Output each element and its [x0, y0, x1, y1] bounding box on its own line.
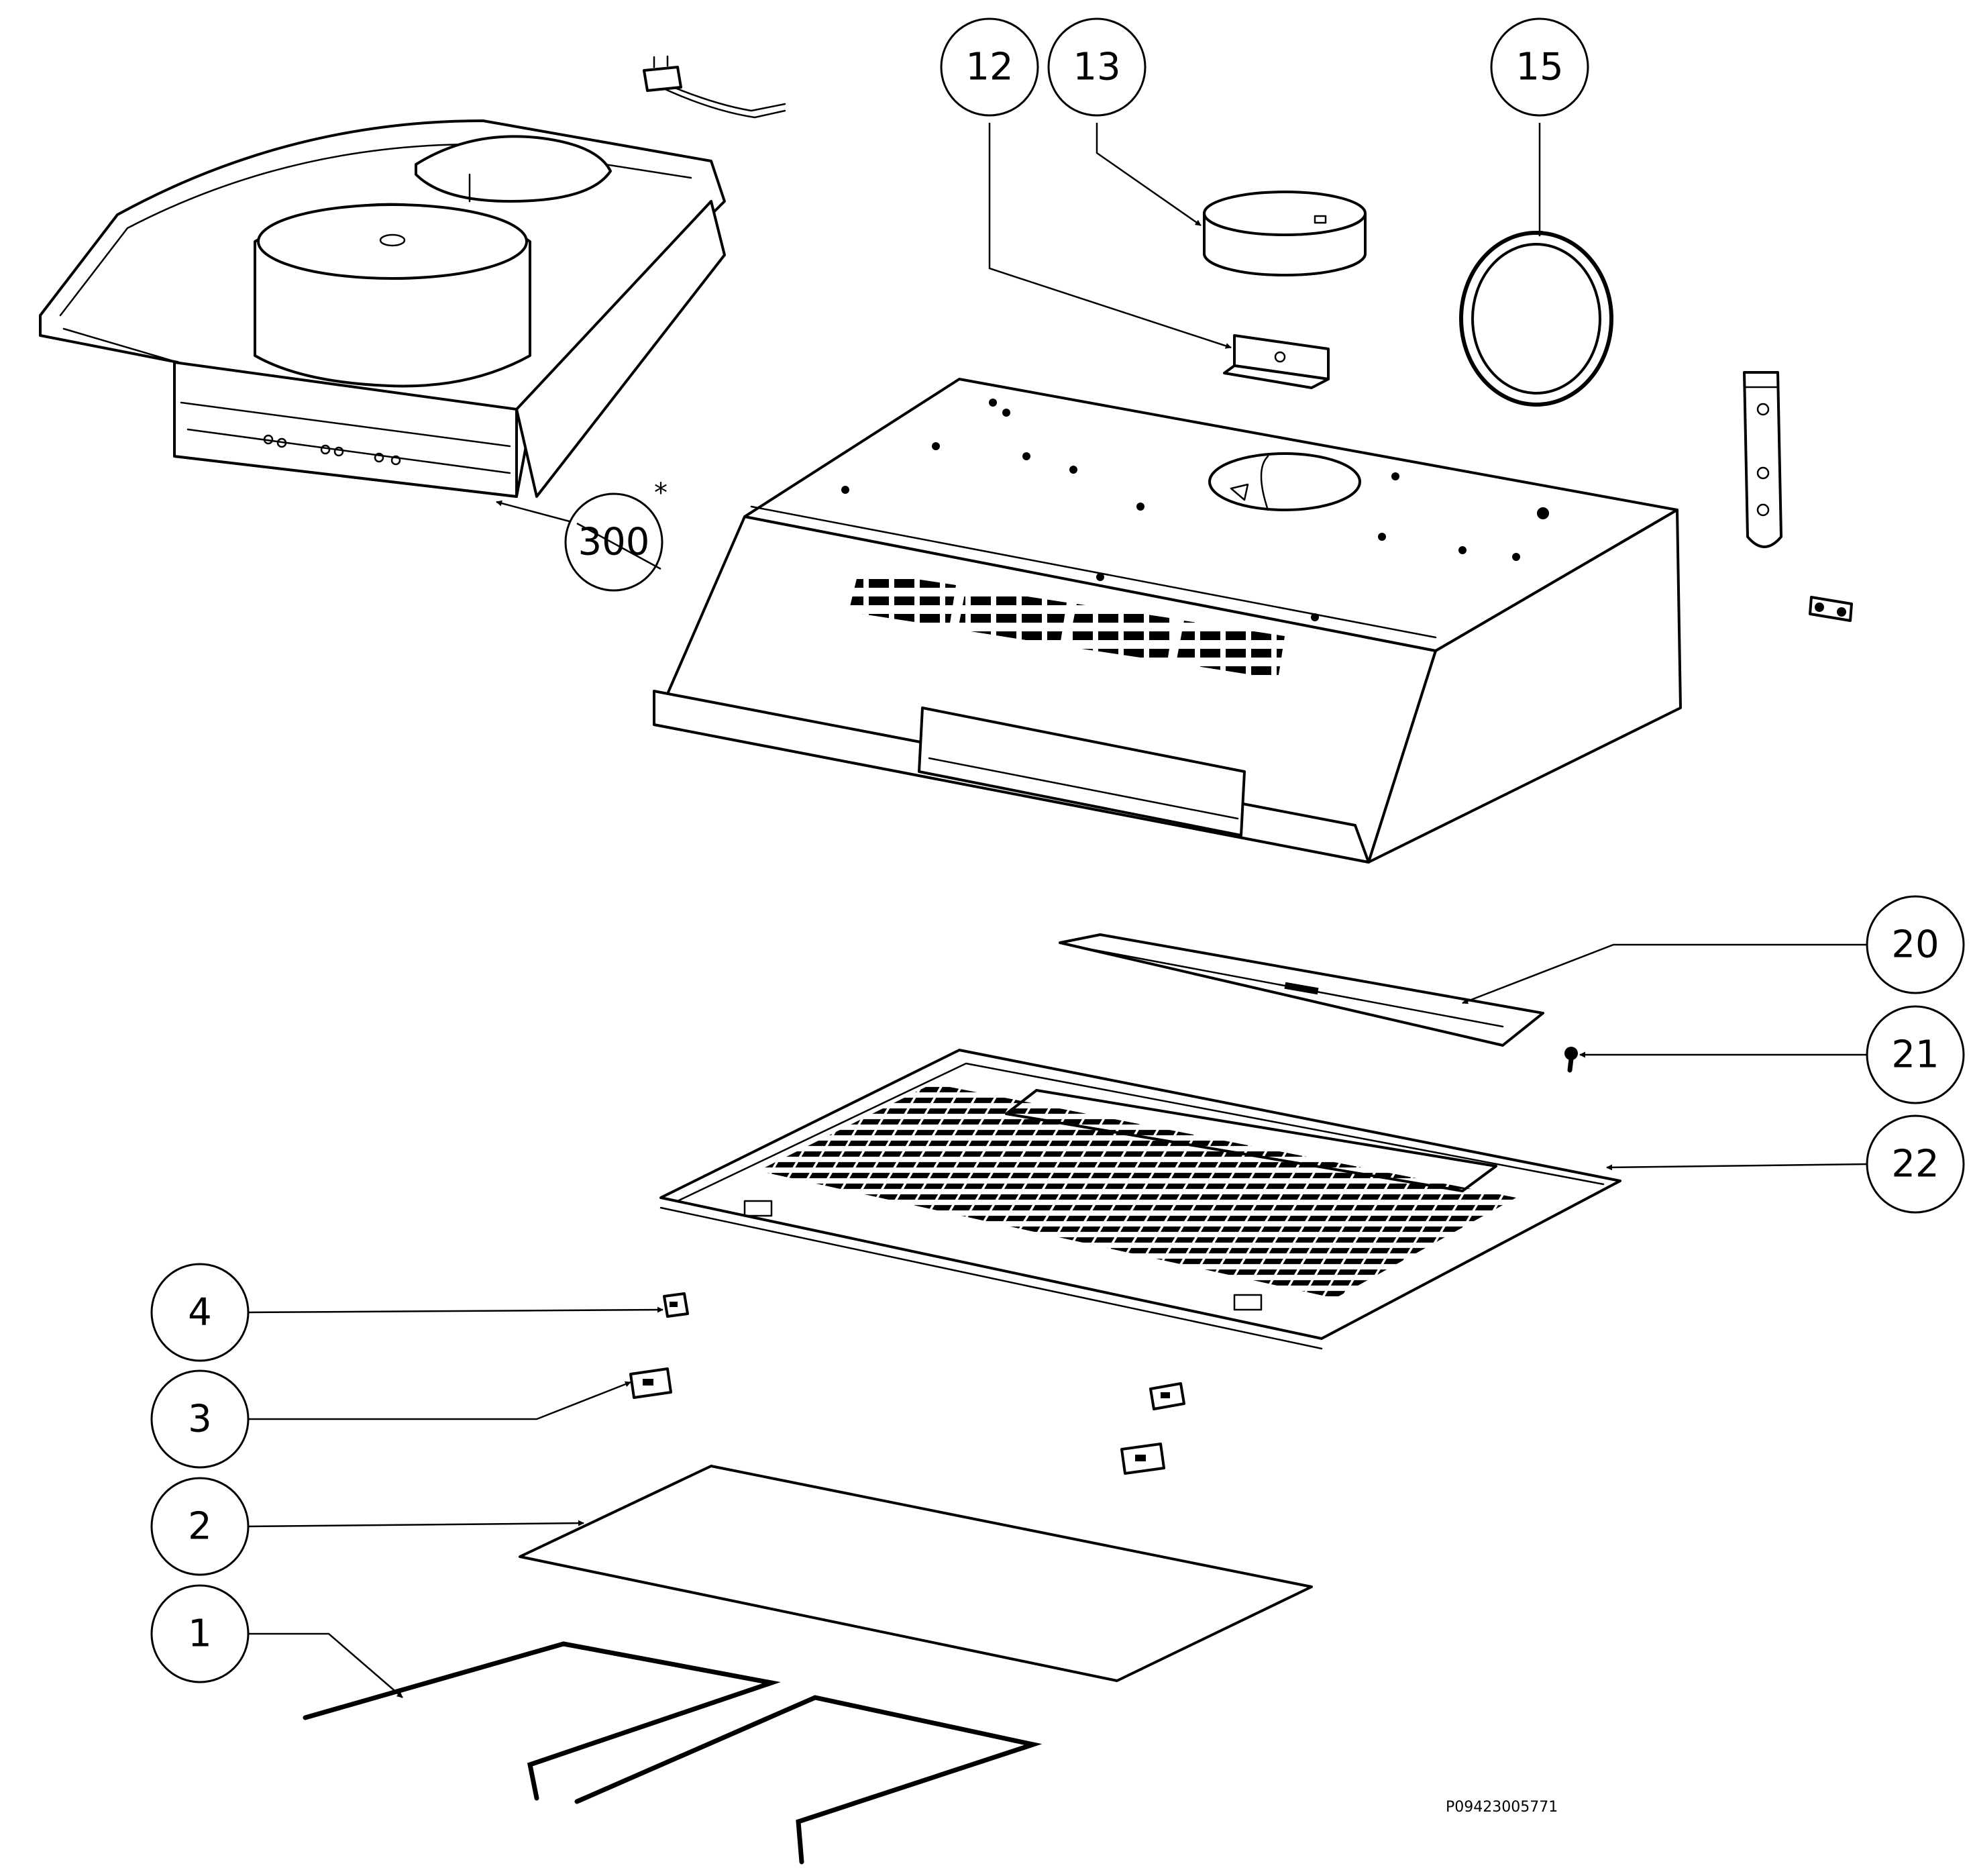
leader-lines	[248, 123, 1869, 1698]
duct-collar	[1203, 191, 1367, 276]
callout-22-label: 22	[1891, 1143, 1939, 1186]
bottom-panel	[659, 1049, 1621, 1350]
callout-15: 15	[1490, 17, 1589, 117]
callout-1-label: 1	[188, 1612, 212, 1656]
callout-4-label: 4	[188, 1291, 212, 1335]
callout-13: 13	[1047, 17, 1147, 117]
callout-12-label: 12	[965, 46, 1013, 89]
callout-15-label: 15	[1515, 46, 1563, 89]
hanging-bracket	[1743, 371, 1782, 548]
connector-pins	[263, 434, 401, 466]
callout-22: 22	[1866, 1114, 1965, 1214]
callout-300: 300 *	[564, 478, 668, 592]
clip-part	[1120, 1443, 1165, 1475]
callout-300-asterisk: *	[654, 478, 668, 509]
callout-21: 21	[1866, 1005, 1965, 1104]
callout-21-label: 21	[1891, 1033, 1939, 1077]
clip-part	[1149, 1382, 1185, 1410]
small-fitting	[1809, 596, 1853, 622]
callout-2-label: 2	[188, 1505, 212, 1549]
wire-frames	[303, 1641, 1043, 1865]
vent-grille	[958, 587, 1067, 645]
callout-3: 3	[150, 1369, 250, 1469]
clip-part-3	[629, 1367, 672, 1399]
mounting-holes	[841, 399, 1549, 621]
callout-300-label: 300	[578, 521, 650, 564]
fan-motor-assembly	[39, 55, 786, 498]
gasket-ring	[1459, 231, 1613, 407]
filter-sheet	[519, 1465, 1313, 1682]
callout-13-label: 13	[1073, 46, 1120, 89]
callout-20: 20	[1866, 895, 1965, 994]
drawing-code: P09423005771	[1446, 1799, 1558, 1816]
callout-2: 2	[150, 1477, 250, 1576]
vent-grille	[1176, 621, 1285, 679]
bracket-part	[1223, 334, 1330, 389]
vent-grille	[849, 570, 956, 627]
callout-12: 12	[940, 17, 1039, 117]
callout-20-label: 20	[1891, 923, 1939, 967]
control-panel-strip	[1059, 933, 1544, 1047]
screw	[1564, 1047, 1578, 1073]
vent-grille	[1068, 604, 1174, 662]
hood-body	[653, 378, 1682, 864]
clip-part-4	[663, 1292, 689, 1318]
callout-3-label: 3	[188, 1398, 212, 1441]
callout-1: 1	[150, 1584, 250, 1683]
callout-4: 4	[150, 1263, 250, 1362]
filter-vents	[758, 1084, 1516, 1298]
